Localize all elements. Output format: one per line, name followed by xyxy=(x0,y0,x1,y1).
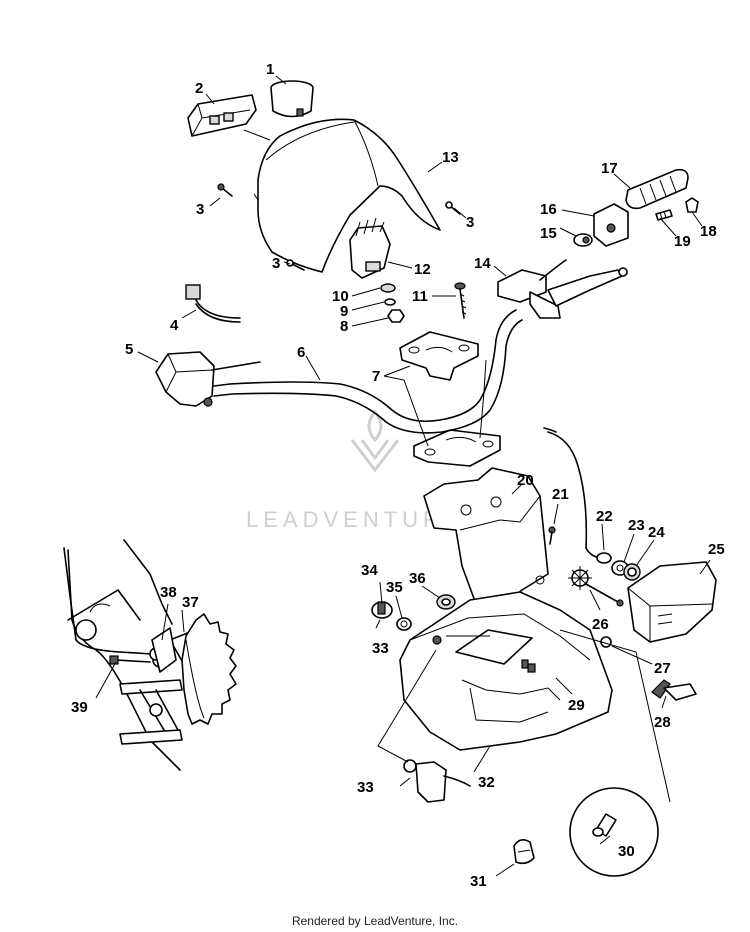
part-19-screw[interactable] xyxy=(655,209,673,221)
callout-10: 10 xyxy=(332,288,349,305)
part-16-switch-assembly[interactable] xyxy=(593,203,629,247)
part-9-lockwasher[interactable] xyxy=(384,298,396,306)
callout-4: 4 xyxy=(170,317,179,334)
part-17-grip[interactable] xyxy=(625,168,689,210)
leader-lines xyxy=(95,75,711,877)
callout-28: 28 xyxy=(654,714,671,731)
callout-39: 39 xyxy=(71,699,88,716)
callout-17: 17 xyxy=(601,160,618,177)
callout-30: 30 xyxy=(618,843,635,860)
callout-29: 29 xyxy=(568,697,585,714)
part-24-ring[interactable] xyxy=(623,563,641,581)
callout-15: 15 xyxy=(540,225,557,242)
part-25-taillight[interactable] xyxy=(627,561,717,643)
callout-32: 32 xyxy=(478,774,495,791)
callout-18: 18 xyxy=(700,223,717,240)
flywheel-gear xyxy=(181,613,237,725)
callout-6: 6 xyxy=(297,344,305,361)
part-3-screw-right[interactable] xyxy=(445,201,461,215)
callout-13: 13 xyxy=(442,149,459,166)
part-2-switch-housing[interactable] xyxy=(187,94,257,137)
callout-20: 20 xyxy=(517,472,534,489)
callout-36: 36 xyxy=(409,570,426,587)
callout-31: 31 xyxy=(470,873,487,890)
part-13-headlight-pod[interactable] xyxy=(257,118,441,273)
callout-21: 21 xyxy=(552,486,569,503)
callout-12: 12 xyxy=(414,261,431,278)
part-6-handlebar[interactable] xyxy=(213,309,523,434)
engine-detail-view xyxy=(63,539,237,771)
part-30-detail-view[interactable] xyxy=(569,787,659,877)
watermark-logo: LEADVENTURE xyxy=(246,409,464,532)
callout-24: 24 xyxy=(648,524,665,541)
callout-3a: 3 xyxy=(196,201,204,218)
part-10-washer[interactable] xyxy=(380,283,396,293)
part-35-nut[interactable] xyxy=(396,617,412,631)
part-4-connector[interactable] xyxy=(185,284,241,323)
part-39-bolt[interactable] xyxy=(109,655,151,665)
callout-27: 27 xyxy=(654,660,671,677)
callout-33-bottom: 33 xyxy=(357,779,374,796)
part-20-bracket[interactable] xyxy=(423,467,549,611)
part-36-washer[interactable] xyxy=(436,594,456,610)
part-29-rivet[interactable] xyxy=(527,663,536,673)
part-31-clip[interactable] xyxy=(513,838,535,865)
callout-labels: 1 2 3 3 3 3 4 5 6 7 8 9 10 11 12 13 14 1… xyxy=(71,61,725,890)
callout-7: 7 xyxy=(372,368,380,385)
watermark-text: LEADVENTURE xyxy=(246,507,464,532)
throttle-cable xyxy=(543,427,588,549)
footer-credit: Rendered by LeadVenture, Inc. xyxy=(291,914,459,928)
part-7-lower-clamp[interactable] xyxy=(413,429,501,467)
part-18-end-cap[interactable] xyxy=(685,197,699,213)
callout-1: 1 xyxy=(266,61,274,78)
callout-19: 19 xyxy=(674,233,691,250)
part-8-nut[interactable] xyxy=(387,309,405,323)
callout-8: 8 xyxy=(340,318,348,335)
part-28-plug[interactable] xyxy=(651,679,697,701)
part-3-screw-left[interactable] xyxy=(217,183,233,197)
callout-23: 23 xyxy=(628,517,645,534)
callout-11: 11 xyxy=(412,288,428,305)
callout-34: 34 xyxy=(361,562,378,579)
callout-25: 25 xyxy=(708,541,725,558)
callout-38: 38 xyxy=(160,584,177,601)
part-11-bolt[interactable] xyxy=(454,282,467,319)
part-26-star-nut[interactable] xyxy=(568,566,624,607)
part-21-screw[interactable] xyxy=(548,526,556,545)
part-38-bracket[interactable] xyxy=(151,627,177,673)
callout-35: 35 xyxy=(386,579,403,596)
callout-37: 37 xyxy=(182,594,199,611)
part-34-switch-knob[interactable] xyxy=(371,601,393,619)
callout-3c: 3 xyxy=(272,255,280,272)
part-14-brake-master[interactable] xyxy=(497,259,628,319)
callout-22: 22 xyxy=(596,508,613,525)
part-7-upper-clamp[interactable] xyxy=(399,331,479,381)
callout-14: 14 xyxy=(474,255,491,272)
callout-16: 16 xyxy=(540,201,557,218)
part-5-throttle-housing[interactable] xyxy=(155,351,261,407)
part-12-socket[interactable] xyxy=(349,217,391,279)
callout-2: 2 xyxy=(195,80,203,97)
callout-3b: 3 xyxy=(466,214,474,231)
part-33-switch[interactable] xyxy=(403,759,471,803)
part-1-gauge[interactable] xyxy=(270,80,314,118)
part-15-bushing[interactable] xyxy=(573,233,593,247)
callout-5: 5 xyxy=(125,341,133,358)
callout-33-top: 33 xyxy=(372,640,389,657)
part-32-tray[interactable] xyxy=(399,591,613,751)
callout-26: 26 xyxy=(592,616,609,633)
callout-9: 9 xyxy=(340,303,348,320)
part-22-light-socket[interactable] xyxy=(585,547,612,564)
